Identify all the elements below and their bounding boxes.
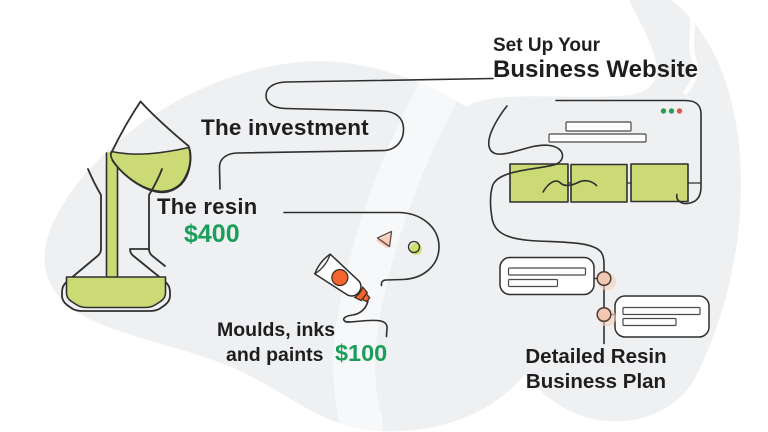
paint-tube-crimp bbox=[314, 253, 331, 275]
browser-window-illustration bbox=[487, 99, 702, 345]
supplies-price: $100 bbox=[334, 340, 388, 366]
website-block-3 bbox=[630, 163, 689, 203]
investment-connector-line bbox=[218, 77, 494, 190]
flask-outline bbox=[61, 168, 171, 312]
paint-squiggle-line bbox=[342, 300, 388, 338]
signature-squiggle-line bbox=[542, 179, 598, 193]
pouring-cup-icon bbox=[110, 100, 192, 194]
website-label-line1: Set Up Your bbox=[493, 35, 600, 56]
chat-box-1-bar-2 bbox=[507, 278, 559, 288]
paint-tube-tip bbox=[361, 292, 371, 303]
plan-label-line1: Detailed Resin bbox=[525, 345, 667, 368]
chat-box-1 bbox=[499, 256, 595, 296]
browser-dot-3-icon bbox=[676, 108, 683, 114]
plan-label-line2: Business Plan bbox=[525, 370, 667, 393]
flask-liquid-pool bbox=[65, 276, 167, 309]
website-block-2 bbox=[570, 163, 628, 203]
browser-search-bar bbox=[548, 133, 647, 143]
supplies-label-text: and paints bbox=[226, 344, 324, 366]
flask-illustration bbox=[61, 100, 192, 312]
flask-neck-wall bbox=[148, 248, 166, 267]
page-title: The investment bbox=[201, 115, 369, 140]
website-label-line2: Business Website bbox=[493, 56, 698, 83]
plan-label: Detailed Resin Business Plan bbox=[513, 344, 679, 394]
resin-label: The resin bbox=[157, 194, 258, 219]
resin-stream bbox=[106, 152, 118, 282]
browser-title-bar bbox=[565, 121, 632, 132]
paint-tube-neck bbox=[353, 286, 369, 302]
paint-tube-label-dot bbox=[331, 268, 349, 287]
plan-flow-illustration bbox=[499, 256, 710, 338]
browser-dot-1-icon bbox=[660, 108, 667, 114]
website-block-1 bbox=[509, 163, 569, 203]
node-dot-1 bbox=[596, 270, 612, 287]
chat-box-2 bbox=[614, 295, 710, 338]
decor-shapes bbox=[376, 230, 422, 255]
resin-stream-edges bbox=[105, 152, 119, 280]
supplies-label-line2: and paints $100 bbox=[226, 340, 388, 367]
paint-tube-icon bbox=[314, 253, 371, 303]
dot-icon bbox=[407, 240, 421, 254]
browser-doodle-line bbox=[487, 105, 605, 345]
supplies-label-line1: Moulds, inks bbox=[217, 319, 336, 341]
chat-box-1-bar-1 bbox=[507, 267, 587, 276]
browser-frame bbox=[555, 99, 702, 205]
right-blob-swoosh bbox=[683, 0, 698, 95]
dot-icon-fill bbox=[410, 243, 422, 255]
resin-connector-line bbox=[283, 211, 440, 287]
browser-dot-2-icon bbox=[668, 108, 675, 114]
resin-price: $400 bbox=[184, 220, 240, 248]
chat-box-2-bar-2 bbox=[622, 317, 677, 327]
node-dot-2 bbox=[596, 306, 612, 323]
triangle-icon bbox=[376, 230, 393, 248]
chat-box-2-bar-1 bbox=[622, 306, 701, 316]
